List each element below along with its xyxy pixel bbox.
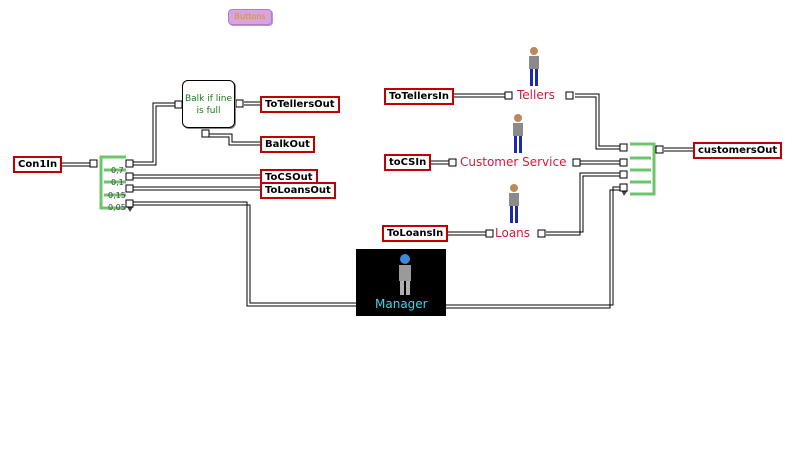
port-square xyxy=(125,172,134,181)
connector-tocsout xyxy=(133,174,260,179)
port-square xyxy=(125,159,134,168)
customer-service-label[interactable]: Customer Service xyxy=(460,155,567,169)
port-square xyxy=(89,159,98,168)
port-square xyxy=(504,91,513,100)
connector-customersout xyxy=(664,147,693,152)
selector-probability: 0,05 xyxy=(108,203,126,212)
port-square xyxy=(174,100,183,109)
manager-person-icon xyxy=(399,254,411,295)
tellers-person-icon xyxy=(529,47,539,86)
port-square xyxy=(235,99,244,108)
connector-toloansin xyxy=(441,231,486,236)
con1in-port[interactable]: Con1In xyxy=(13,156,63,173)
connector-con1in xyxy=(57,162,92,167)
connector-totellersout xyxy=(244,101,260,106)
selector-probability: 0,15 xyxy=(108,191,126,200)
manager-label: Manager xyxy=(375,297,428,311)
loans-label[interactable]: Loans xyxy=(495,226,531,240)
balkout-port[interactable]: BalkOut xyxy=(260,136,315,153)
connector-to-balk xyxy=(133,102,180,166)
totellersin-port[interactable]: ToTellersIn xyxy=(384,88,454,105)
selector-block xyxy=(99,155,126,210)
port-square xyxy=(201,129,210,138)
connector-manager-out xyxy=(445,186,620,309)
toloansin-port[interactable]: ToLoansIn xyxy=(382,225,449,242)
port-square xyxy=(619,143,628,152)
selector-probability: 0,1 xyxy=(111,178,124,187)
manager-block[interactable]: Manager xyxy=(356,249,446,316)
connector-balkout xyxy=(209,133,260,146)
totellersout-port[interactable]: ToTellersOut xyxy=(260,96,340,113)
buttons-button[interactable]: Buttons xyxy=(228,9,272,25)
loans-person-icon xyxy=(509,184,519,223)
port-square xyxy=(537,229,546,238)
selector-probability: 0,7 xyxy=(111,166,124,175)
port-square xyxy=(655,145,664,154)
connector-tellers-out xyxy=(575,93,620,150)
tellers-label[interactable]: Tellers xyxy=(517,88,555,102)
customer-service-person-icon xyxy=(513,114,523,153)
connector-toloansout xyxy=(133,186,260,191)
balk-block[interactable]: Balk if line is full xyxy=(182,80,235,128)
port-square xyxy=(572,158,581,167)
toloansout-port[interactable]: ToLoansOut xyxy=(260,182,336,199)
port-square xyxy=(619,158,628,167)
port-square xyxy=(125,184,134,193)
connector-cs-return xyxy=(578,160,620,165)
connector-to-manager xyxy=(133,201,357,307)
port-square xyxy=(448,158,457,167)
port-square xyxy=(125,199,134,208)
selector-output-arrow xyxy=(127,207,133,212)
connector-loans-out xyxy=(546,172,620,236)
port-square xyxy=(485,229,494,238)
customersout-port[interactable]: customersOut xyxy=(693,142,783,159)
combiner-block xyxy=(630,142,656,196)
port-square xyxy=(565,91,574,100)
tocsin-port[interactable]: toCSIn xyxy=(384,154,432,171)
port-square xyxy=(619,183,628,192)
port-square xyxy=(619,170,628,179)
connector-totellersin xyxy=(452,93,505,98)
